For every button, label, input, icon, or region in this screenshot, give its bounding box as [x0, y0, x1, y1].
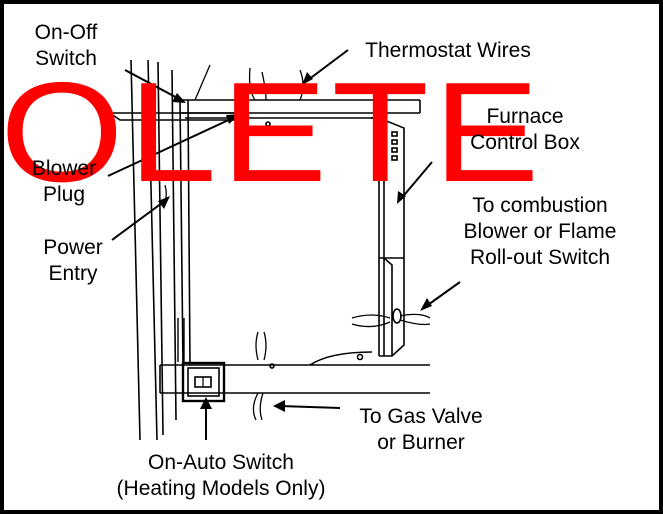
- label-blower-plug: Blower Plug: [22, 156, 106, 208]
- label-power-entry: Power Entry: [28, 235, 118, 287]
- label-to-combustion: To combustion Blower or Flame Roll-out S…: [440, 193, 640, 271]
- label-power-entry-line-2: Entry: [48, 262, 98, 285]
- arrow-heads: [158, 72, 432, 412]
- label-blower-plug-line-1: Blower: [31, 157, 97, 180]
- label-to-combustion-line-2: Blower or Flame: [463, 220, 617, 243]
- bottom-cross-rail: [159, 351, 430, 394]
- on-auto-switch-housing: [177, 318, 226, 403]
- label-on-auto-switch-line-2: (Heating Models Only): [116, 477, 326, 500]
- cabinet-side-rails: [130, 59, 191, 441]
- label-thermostat-wires: Thermostat Wires: [365, 39, 531, 62]
- label-furnace-control-box: Furnace Control Box: [440, 104, 610, 156]
- label-furnace-control-box-line-2: Control Box: [470, 131, 580, 154]
- top-cross-rail: [107, 99, 421, 127]
- stamp-overlay: OLETE: [0, 53, 544, 212]
- label-to-gas-valve: To Gas Valve or Burner: [336, 404, 506, 456]
- label-furnace-control-box-line-1: Furnace: [486, 105, 564, 128]
- label-blower-plug-line-2: Plug: [42, 183, 86, 206]
- label-on-off-switch-line-2: Switch: [35, 47, 97, 70]
- label-to-combustion-line-3: Roll-out Switch: [469, 246, 611, 269]
- label-on-off-switch: On-Off Switch: [16, 20, 116, 72]
- label-on-auto-switch: On-Auto Switch (Heating Models Only): [96, 450, 346, 502]
- label-on-auto-switch-line-1: On-Auto Switch: [148, 451, 294, 474]
- label-on-off-switch-line-1: On-Off: [34, 21, 98, 44]
- label-to-gas-valve-line-2: or Burner: [377, 431, 465, 454]
- label-power-entry-line-1: Power: [43, 236, 103, 259]
- label-to-combustion-line-1: To combustion: [472, 194, 608, 217]
- wires: [163, 64, 431, 421]
- label-to-gas-valve-line-1: To Gas Valve: [359, 405, 483, 428]
- pointer-arrows: [107, 49, 461, 440]
